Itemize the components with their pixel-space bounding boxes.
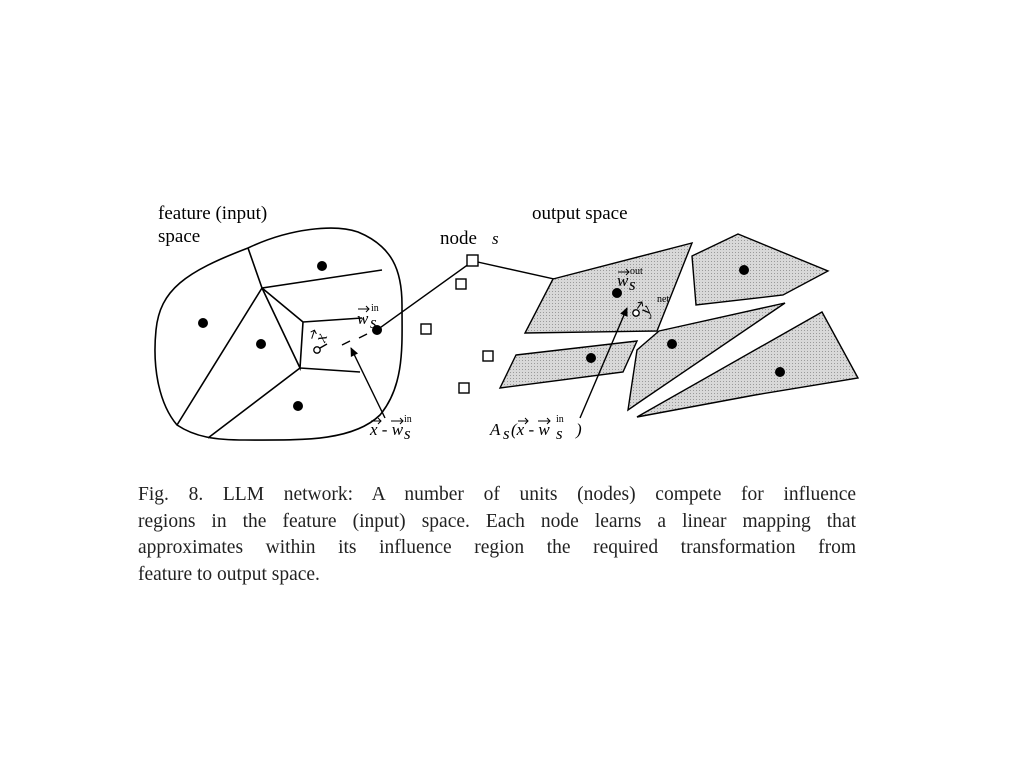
voronoi-edges	[176, 247, 383, 439]
w-in-sup: in	[371, 303, 379, 314]
mapping-sup: in	[556, 414, 564, 425]
output-center	[586, 353, 596, 363]
feature-center-top	[317, 261, 327, 271]
mapping-sub: s	[556, 424, 563, 443]
output-space-label: output space	[532, 203, 628, 224]
feature-space-boundary	[154, 227, 403, 441]
caption-line: feature to output space.	[138, 563, 320, 585]
diff-arrow	[350, 347, 386, 419]
node	[482, 350, 494, 362]
caption-line: approximates within its influence region…	[138, 537, 856, 558]
feature-center-left	[198, 318, 208, 328]
feature-center-middle	[256, 339, 266, 349]
node	[455, 278, 467, 290]
output-center	[739, 265, 749, 275]
mapping-arrow	[579, 307, 628, 419]
output-region	[636, 311, 860, 418]
caption-line: Fig. 8. LLM network: A number of units (…	[138, 484, 856, 505]
figure-caption: Fig. 8. LLM network: A number of units (…	[138, 482, 856, 588]
y-net-sup: net	[657, 294, 669, 305]
y-net-marker	[632, 309, 640, 317]
w-in-label: w	[357, 309, 369, 328]
feature-space-label-2: space	[158, 226, 200, 247]
mapping-label-close: )	[575, 420, 582, 439]
node	[420, 323, 432, 335]
x-to-w-dash	[341, 340, 351, 346]
w-out-sup: out	[630, 266, 643, 277]
caption-line: regions in the feature (input) space. Ea…	[138, 510, 856, 532]
feature-space	[154, 227, 403, 441]
mapping-label-A-sub: s	[503, 424, 510, 443]
node-s-symbol: s	[492, 229, 499, 248]
output-region	[523, 241, 694, 334]
mapping-label-A: A	[489, 420, 501, 439]
node-s	[466, 254, 479, 267]
input-x-marker	[313, 346, 321, 354]
node	[458, 382, 470, 394]
w-in-sub: s	[370, 313, 377, 332]
diff-label: x - w	[369, 420, 404, 439]
w-out-center	[612, 288, 622, 298]
output-space	[498, 233, 860, 418]
diff-sub: s	[404, 424, 411, 443]
feature-space-label: feature (input)	[158, 203, 267, 224]
output-region	[627, 302, 786, 412]
diff-sup: in	[404, 414, 412, 425]
output-center	[667, 339, 677, 349]
output-center	[775, 367, 785, 377]
node-s-label: node	[440, 228, 477, 249]
output-region	[691, 233, 830, 306]
output-region	[498, 340, 639, 389]
w-out-sub: s	[629, 275, 636, 294]
feature-center-bottom	[293, 401, 303, 411]
mapping-label-expr: (x - w	[511, 420, 550, 439]
w-out-label: w	[617, 271, 629, 290]
